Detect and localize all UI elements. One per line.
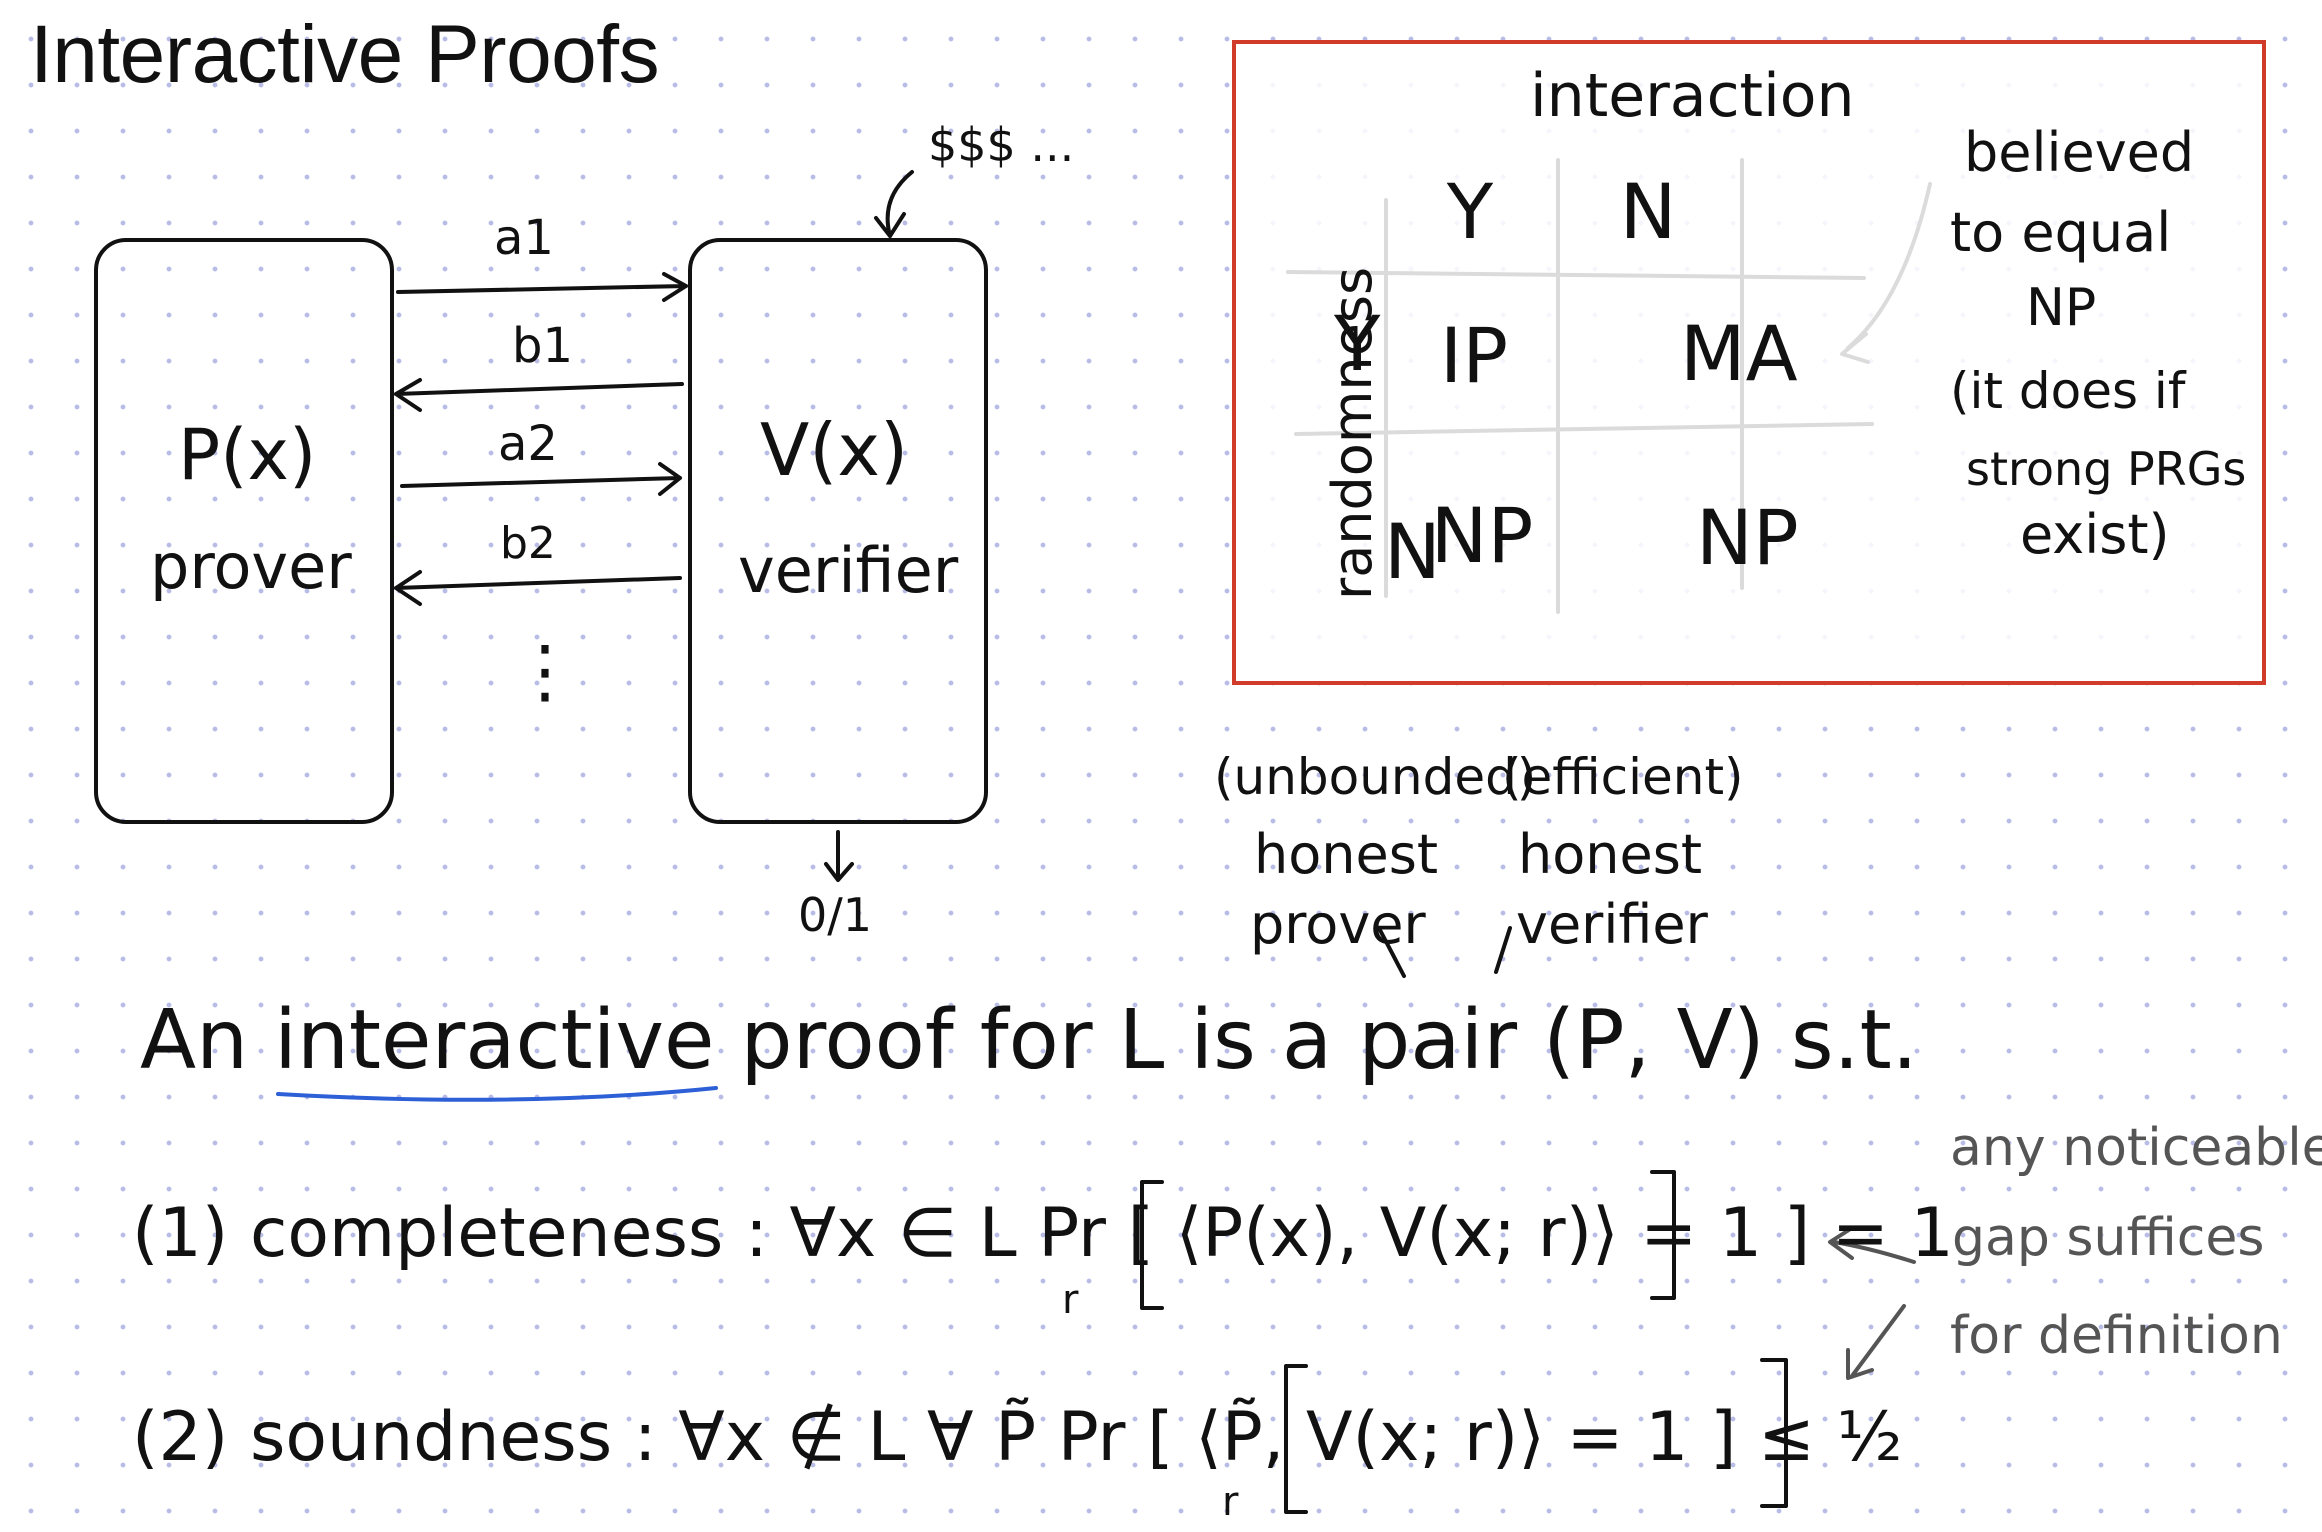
arrow-a2 [400, 462, 682, 496]
row-y: Y [1334, 299, 1381, 388]
prover-name: P(x) [178, 414, 317, 496]
verifier-desc-1: (efficient) [1502, 748, 1744, 806]
message-b2: b2 [500, 518, 556, 569]
note-believed-6: exist) [2020, 503, 2170, 566]
note-believed-5: strong PRGs [1966, 442, 2247, 496]
cell-ip: IP [1439, 311, 1509, 400]
term-underline [276, 1086, 718, 1102]
definition-term: interactive proof [274, 993, 954, 1088]
cell-np-2: NP [1696, 493, 1799, 582]
prover-box [94, 238, 394, 824]
definition-prefix: An [140, 993, 249, 1088]
prover-desc-3: prover [1250, 893, 1426, 956]
verifier-role: verifier [738, 534, 959, 607]
verifier-name: V(x) [760, 408, 909, 492]
prover-desc-1: (unbounded) [1214, 748, 1537, 806]
side-note-2: gap suffices [1952, 1208, 2265, 1268]
soundness-condition: (2) soundness : ∀x ∉ L ∀ P̃ Pr [ ⟨P̃, V(… [132, 1398, 1903, 1477]
coins-arrow [874, 170, 914, 238]
soundness-subscript: r [1222, 1479, 1239, 1525]
row-n: N [1384, 507, 1441, 596]
message-ellipsis: ⋮ [510, 630, 580, 712]
verifier-tick [1494, 926, 1512, 974]
note-believed-2: to equal [1950, 201, 2172, 264]
cell-ma: MA [1680, 309, 1798, 398]
prover-role: prover [150, 530, 352, 603]
note-believed-1: believed [1964, 121, 2195, 184]
definition-line: An interactive proof for L is a pair (P,… [140, 1000, 1918, 1082]
cell-np-1: NP [1430, 491, 1534, 580]
soundness-brackets [1284, 1358, 1788, 1514]
message-b1: b1 [512, 318, 574, 374]
prover-tick [1378, 928, 1406, 978]
side-note-3: for definition [1950, 1306, 2283, 1366]
prover-desc-2: honest [1254, 823, 1439, 886]
verifier-desc-2: honest [1518, 823, 1703, 886]
completeness-condition: (1) completeness : ∀x ∈ L Pr [ ⟨P(x), V(… [132, 1194, 1954, 1273]
completeness-brackets [1140, 1170, 1676, 1310]
complexity-table [1232, 40, 2266, 685]
note-believed-4: (it does if [1950, 362, 2186, 420]
message-a1: a1 [494, 210, 554, 266]
note-believed-3: NP [2026, 278, 2097, 338]
output-arrow [824, 830, 854, 882]
arrow-b2 [394, 570, 682, 606]
verifier-desc-3: verifier [1516, 893, 1708, 956]
definition-suffix: for L is a pair (P, V) s.t. [979, 993, 1918, 1088]
col-y: Y [1446, 167, 1494, 256]
side-note-1: any noticeable [1950, 1118, 2322, 1178]
completeness-subscript: r [1062, 1277, 1079, 1323]
soundness-note-arrow [1846, 1304, 1906, 1380]
verifier-output: 0/1 [798, 888, 873, 942]
col-n: N [1619, 167, 1677, 256]
verifier-box [688, 238, 988, 824]
arrow-b1 [394, 378, 684, 412]
table-col-header: interaction [1530, 61, 1855, 131]
message-a2: a2 [498, 416, 558, 472]
random-coins: $$$ ... [928, 118, 1075, 172]
arrow-a1 [396, 272, 688, 302]
page-title: Interactive Proofs [30, 9, 660, 100]
completeness-note-arrow [1828, 1226, 1916, 1264]
